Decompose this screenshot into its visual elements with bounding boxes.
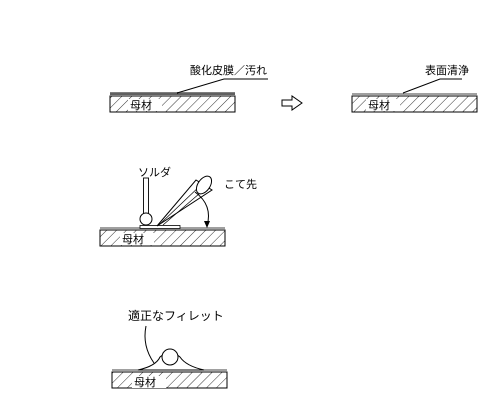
panel-soldering: 母材 ソルダ こて先: [99, 165, 257, 247]
fillet-ball: [161, 348, 179, 366]
base-material-block: [111, 371, 228, 389]
base-material-label: 母材: [122, 232, 144, 246]
iron-tip-inner-line: [159, 183, 203, 225]
fillet-leader-line: [144, 325, 155, 364]
iron-tip-label: こて先: [224, 178, 257, 191]
base-material-label: 母材: [130, 98, 152, 112]
oxide-film-label: 酸化皮膜／汚れ: [190, 63, 267, 77]
iron-tip-end: [195, 175, 213, 195]
panel-clean-surface: 母材 表面清浄: [351, 63, 478, 113]
panel-oxide-film: 母材 酸化皮膜／汚れ: [109, 63, 268, 113]
proper-fillet-label: 適正なフィレット: [128, 308, 224, 323]
base-material-block: [99, 229, 226, 247]
transition-arrow-icon: [281, 95, 303, 111]
solder-wire: [143, 177, 149, 215]
base-material-label: 母材: [134, 375, 156, 389]
surface-clean-label: 表面清浄: [425, 63, 469, 77]
oxide-leader-line: [176, 78, 268, 94]
solder-ball: [139, 212, 153, 226]
base-material-label: 母材: [368, 98, 390, 112]
solder-pad: [139, 225, 181, 229]
solder-label: ソルダ: [138, 165, 171, 179]
clean-leader-line: [402, 78, 462, 94]
angle-arrowhead: [204, 221, 210, 228]
panel-proper-fillet: 母材 適正なフィレット: [111, 308, 228, 389]
